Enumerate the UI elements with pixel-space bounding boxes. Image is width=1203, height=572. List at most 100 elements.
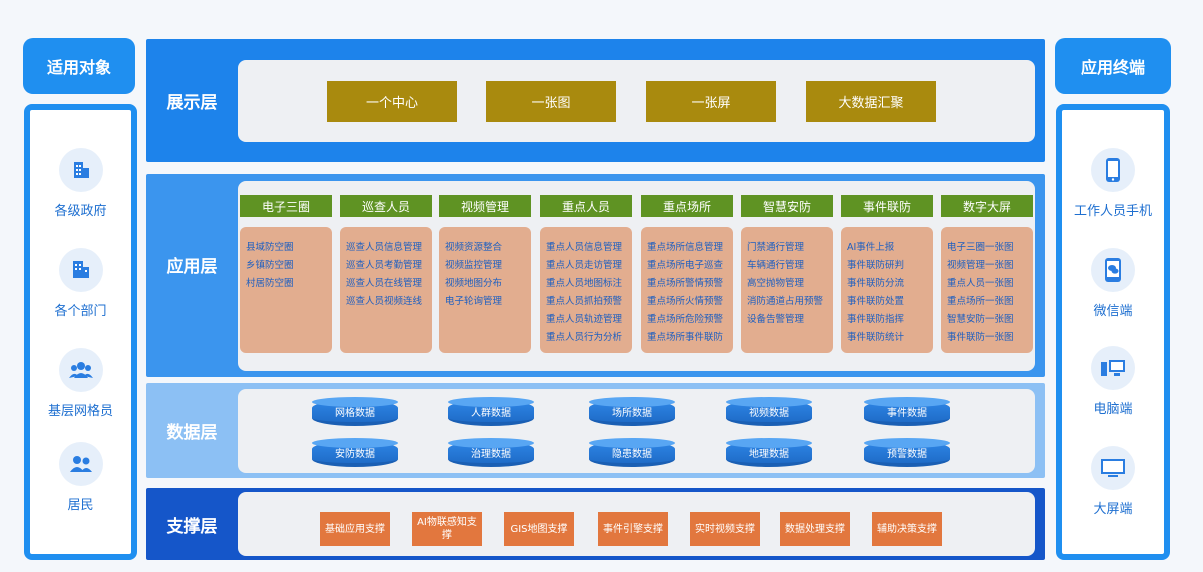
support-layer-label: 支撑层: [166, 516, 218, 537]
mobile-phone-icon: [1091, 148, 1135, 192]
support-box: GIS地图支撑: [504, 512, 574, 546]
data-cylinder: 视频数据: [726, 397, 812, 426]
app-item: 重点人员信息管理: [546, 242, 623, 253]
right-item-desktop: 电脑端: [1062, 346, 1164, 417]
left-item-grid-worker: 基层网格员: [30, 348, 131, 419]
app-item: 门禁通行管理: [747, 242, 805, 253]
app-item: 事件联防处置: [847, 296, 905, 307]
app-item: AI事件上报: [847, 242, 895, 253]
app-column-body: AI事件上报 事件联防研判 事件联防分流 事件联防处置 事件联防指挥 事件联防统…: [841, 227, 933, 353]
app-item: 重点人员抓拍预警: [546, 296, 623, 307]
data-cylinder-label: 场所数据: [612, 407, 652, 419]
app-column-head: 巡查人员: [340, 195, 432, 217]
left-item-government: 各级政府: [30, 148, 131, 219]
app-item: 乡镇防空圈: [246, 260, 294, 271]
display-layer-inner: 一个中心 一张图 一张屏 大数据汇聚: [238, 60, 1035, 142]
right-panel-title: 应用终端: [1055, 38, 1171, 94]
right-item-label: 微信端: [1093, 304, 1133, 319]
data-cylinder-label: 安防数据: [335, 448, 375, 460]
app-item: 事件联防一张图: [947, 332, 1014, 343]
app-item: 重点人员行为分析: [546, 332, 623, 343]
application-layer: 应用层 电子三圈 县域防空圈 乡镇防空圈 村居防空圈 巡查人员 巡查人员信息管理…: [146, 174, 1045, 377]
group-people-icon: [58, 348, 103, 392]
app-item: 车辆通行管理: [747, 260, 805, 271]
support-box: AI物联感知支撑: [412, 512, 482, 546]
data-layer: 数据层 网格数据 人群数据 场所数据 视频数据 事件数据 安防数据 治理数据 隐…: [146, 383, 1045, 478]
application-layer-inner: 电子三圈 县域防空圈 乡镇防空圈 村居防空圈 巡查人员 巡查人员信息管理 巡查人…: [238, 181, 1035, 371]
app-item: 县域防空圈: [246, 242, 294, 253]
right-item-wechat: 微信端: [1062, 248, 1164, 319]
right-panel-frame: 工作人员手机 微信端 电脑端 大屏端: [1056, 104, 1170, 560]
app-column-head: 重点人员: [540, 195, 632, 217]
data-cylinder: 场所数据: [589, 397, 675, 426]
data-cylinder-label: 事件数据: [887, 407, 927, 419]
app-item: 重点人员轨迹管理: [546, 314, 623, 325]
application-layer-label: 应用层: [166, 256, 218, 277]
app-column: 电子三圈 县域防空圈 乡镇防空圈 村居防空圈: [240, 195, 332, 353]
app-item: 视频资源整合: [445, 242, 503, 253]
support-layer: 支撑层 基础应用支撑 AI物联感知支撑 GIS地图支撑 事件引擎支撑 实时视频支…: [146, 488, 1045, 560]
app-item: 重点场所危险预警: [647, 314, 724, 325]
right-item-label: 大屏端: [1093, 502, 1133, 517]
data-cylinder: 隐患数据: [589, 438, 675, 467]
display-layer: 展示层 一个中心 一张图 一张屏 大数据汇聚: [146, 39, 1045, 162]
app-item: 视频管理一张图: [947, 260, 1014, 271]
right-item-mobile: 工作人员手机: [1062, 148, 1164, 219]
display-box: 一张屏: [646, 81, 776, 122]
app-item: 事件联防指挥: [847, 314, 905, 325]
app-column-body: 县域防空圈 乡镇防空圈 村居防空圈: [240, 227, 332, 353]
data-cylinder: 预警数据: [864, 438, 950, 467]
app-column: 视频管理 视频资源整合 视频监控管理 视频地图分布 电子轮询管理: [439, 195, 531, 353]
support-box: 实时视频支撑: [690, 512, 760, 546]
app-column-body: 视频资源整合 视频监控管理 视频地图分布 电子轮询管理: [439, 227, 531, 353]
left-item-label: 基层网格员: [47, 404, 113, 419]
data-cylinder-label: 人群数据: [471, 407, 511, 419]
app-item: 巡查人员信息管理: [346, 242, 423, 253]
app-column: 巡查人员 巡查人员信息管理 巡查人员考勤管理 巡查人员在线管理 巡查人员视频连线: [340, 195, 432, 353]
data-cylinder-label: 预警数据: [887, 448, 927, 460]
app-item: 重点人员走访管理: [546, 260, 623, 271]
department-building-icon: [58, 248, 103, 292]
app-column-head: 事件联防: [841, 195, 933, 217]
app-column-body: 重点场所信息管理 重点场所电子巡查 重点场所警情预警 重点场所火情预警 重点场所…: [641, 227, 733, 353]
data-cylinder: 事件数据: [864, 397, 950, 426]
data-cylinder: 治理数据: [448, 438, 534, 467]
app-column-body: 门禁通行管理 车辆通行管理 高空抛物管理 消防通道占用预警 设备告警管理: [741, 227, 833, 353]
app-item: 电子三圈一张图: [947, 242, 1014, 253]
app-column: 数字大屏 电子三圈一张图 视频管理一张图 重点人员一张图 重点场所一张图 智慧安…: [941, 195, 1033, 353]
data-cylinder: 网格数据: [312, 397, 398, 426]
data-cylinder-label: 治理数据: [471, 448, 511, 460]
app-item: 重点场所事件联防: [647, 332, 724, 343]
app-item: 消防通道占用预警: [747, 296, 824, 307]
app-item: 重点场所火情预警: [647, 296, 724, 307]
left-item-residents: 居民: [30, 442, 131, 513]
right-item-label: 工作人员手机: [1073, 204, 1152, 219]
app-item: 重点场所一张图: [947, 296, 1014, 307]
government-building-icon: [58, 148, 103, 192]
data-cylinder: 安防数据: [312, 438, 398, 467]
right-item-label: 电脑端: [1093, 402, 1133, 417]
app-item: 视频监控管理: [445, 260, 503, 271]
big-screen-icon: [1091, 446, 1135, 490]
app-item: 智慧安防一张图: [947, 314, 1014, 325]
display-box: 大数据汇聚: [806, 81, 936, 122]
data-layer-inner: 网格数据 人群数据 场所数据 视频数据 事件数据 安防数据 治理数据 隐患数据 …: [238, 389, 1035, 473]
app-item: 巡查人员考勤管理: [346, 260, 423, 271]
left-panel-title: 适用对象: [23, 38, 135, 94]
data-cylinder: 地理数据: [726, 438, 812, 467]
left-item-label: 各级政府: [54, 204, 107, 219]
support-box: 事件引擎支撑: [598, 512, 668, 546]
app-item: 重点人员地图标注: [546, 278, 623, 289]
app-item: 电子轮询管理: [445, 296, 503, 307]
app-item: 村居防空圈: [246, 278, 294, 289]
app-item: 视频地图分布: [445, 278, 503, 289]
app-item: 设备告警管理: [747, 314, 805, 325]
data-cylinder-label: 隐患数据: [612, 448, 652, 460]
left-panel-frame: 各级政府 各个部门 基层网格员 居民: [24, 104, 137, 560]
app-item: 事件联防研判: [847, 260, 905, 271]
app-column: 事件联防 AI事件上报 事件联防研判 事件联防分流 事件联防处置 事件联防指挥 …: [841, 195, 933, 353]
display-box: 一个中心: [327, 81, 457, 122]
app-column: 重点场所 重点场所信息管理 重点场所电子巡查 重点场所警情预警 重点场所火情预警…: [641, 195, 733, 353]
app-item: 事件联防统计: [847, 332, 905, 343]
data-layer-label: 数据层: [166, 423, 218, 443]
